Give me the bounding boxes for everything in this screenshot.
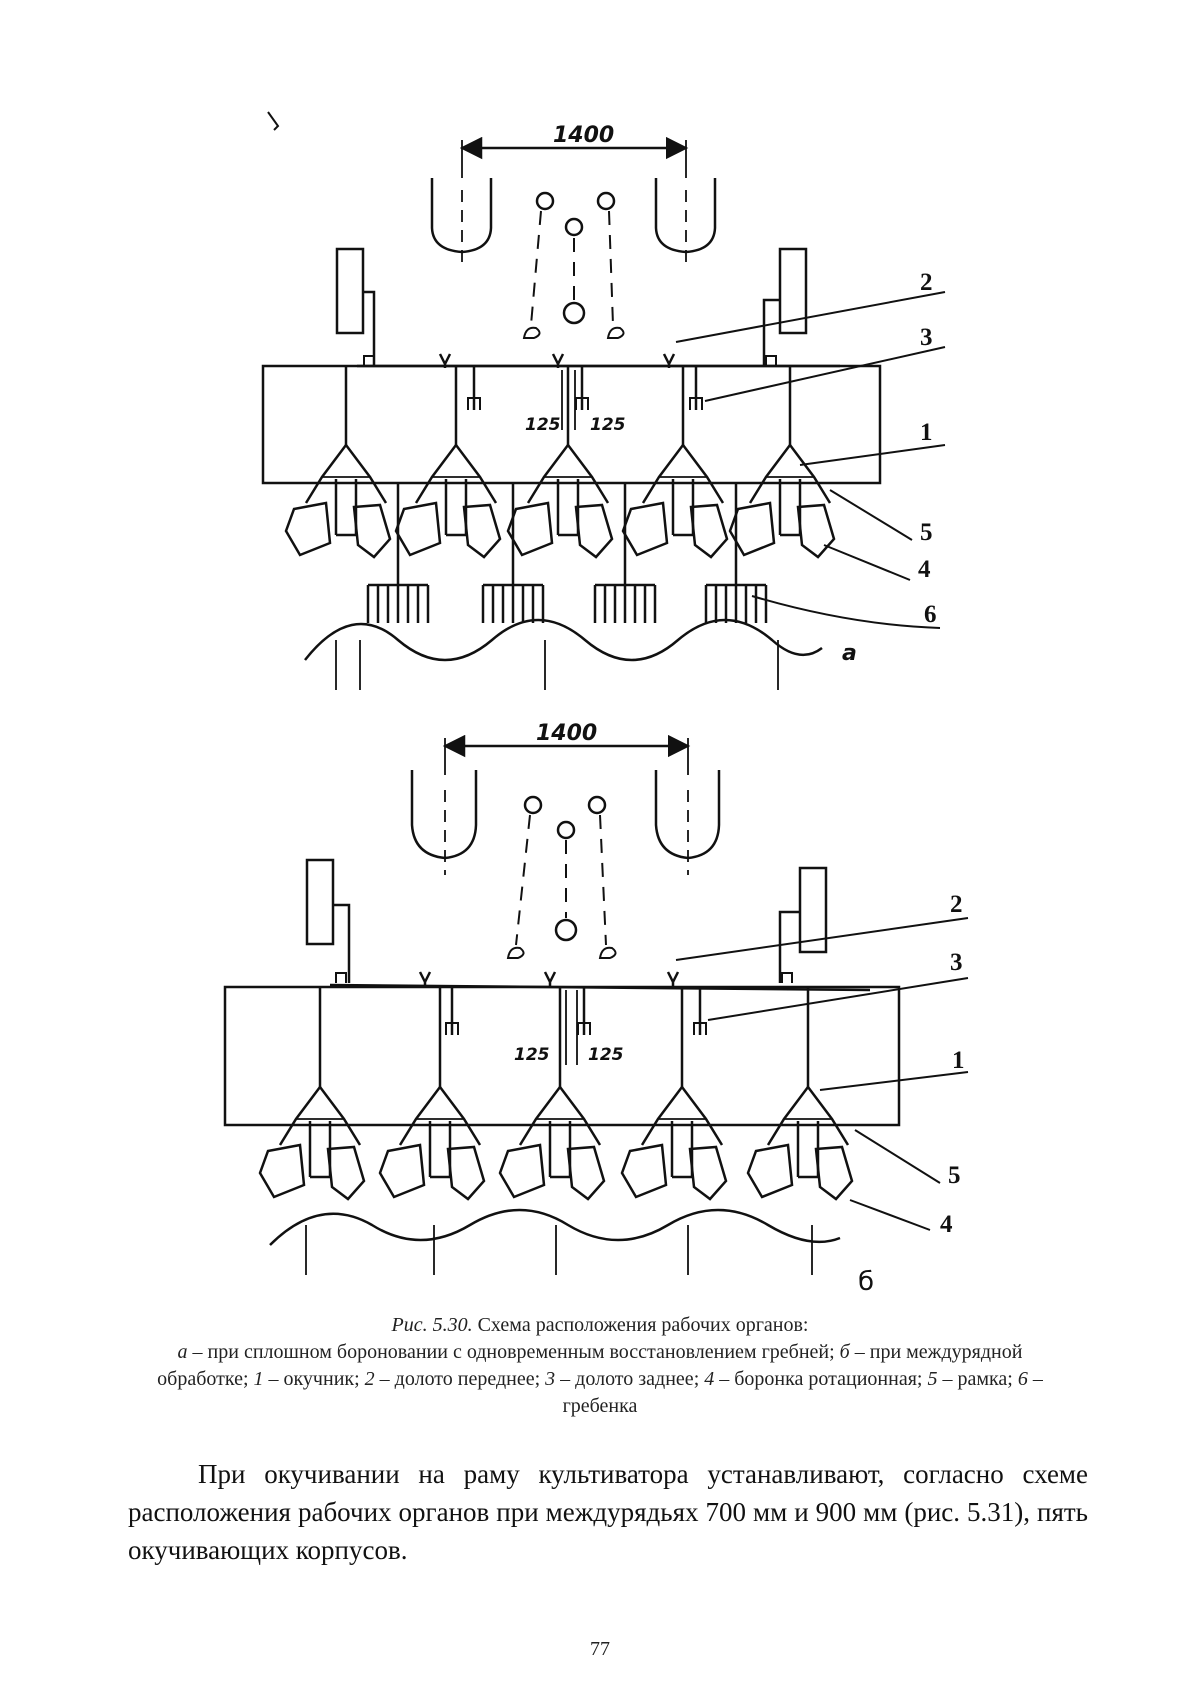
callout-a-2: 2	[920, 269, 933, 296]
legend-label-2: 2	[364, 1368, 375, 1390]
legend-label-3: 3	[545, 1368, 556, 1390]
callout-b-2: 2	[950, 891, 963, 918]
panel-label-a: а	[842, 641, 857, 666]
legend-text-2: долото переднее;	[394, 1368, 541, 1390]
hiller-body	[506, 366, 614, 559]
spacing-label-right-b: 125	[588, 1045, 624, 1065]
comb-harrow	[593, 483, 657, 623]
comb-harrow	[481, 483, 545, 623]
hiller-body	[394, 366, 502, 559]
body-text: При окучивании на раму культиватора уста…	[128, 1455, 1088, 1569]
callout-a-5: 5	[920, 519, 933, 546]
callout-b-1: 1	[952, 1047, 965, 1074]
legend-text-5: рамка;	[957, 1368, 1013, 1390]
caption-title-line: Рис. 5.30. Схема расположения рабочих ор…	[130, 1312, 1070, 1339]
hiller-body	[284, 366, 392, 559]
callout-b-3: 3	[950, 949, 963, 976]
callout-a-6: 6	[924, 601, 937, 628]
legend-label-6: 6	[1017, 1368, 1028, 1390]
spacing-label-right-a: 125	[590, 415, 626, 435]
hiller-body	[620, 988, 728, 1201]
hiller-body	[378, 988, 486, 1201]
panel-label-b: б	[858, 1267, 874, 1297]
legend-text-3: долото заднее;	[575, 1368, 700, 1390]
legend-text-a: при сплошном бороновании с одновременным…	[207, 1341, 835, 1363]
legend-text-4: боронка ротационная;	[734, 1368, 923, 1390]
hiller-body	[498, 988, 606, 1201]
dimension-label-a: 1400	[553, 123, 614, 148]
callout-b-4: 4	[940, 1211, 953, 1238]
spacing-label-left-a: 125	[525, 415, 561, 435]
legend-label-a: а	[177, 1341, 188, 1363]
hiller-body	[746, 988, 854, 1201]
dimension-label-b: 1400	[536, 721, 597, 746]
body-paragraph: При окучивании на раму культиватора уста…	[128, 1459, 1088, 1565]
legend-text-b: при междурядной обработке;	[157, 1341, 1023, 1390]
comb-harrow	[366, 483, 430, 623]
legend-label-1: 1	[253, 1368, 264, 1390]
figure-5-30: 1400 125 125 2 3 1 5 4 6 а	[223, 111, 969, 1297]
figure-caption: Рис. 5.30. Схема расположения рабочих ор…	[130, 1312, 1070, 1420]
callout-a-1: 1	[920, 419, 933, 446]
legend-label-b: б	[839, 1341, 850, 1363]
hiller-body	[621, 366, 729, 559]
callout-a-4: 4	[918, 556, 931, 583]
callout-a-3: 3	[920, 324, 933, 351]
legend-text-1: окучник;	[283, 1368, 360, 1390]
hiller-body	[728, 366, 836, 559]
hiller-body	[258, 988, 366, 1201]
callout-b-5: 5	[948, 1162, 961, 1189]
legend-label-5: 5	[927, 1368, 938, 1390]
spacing-label-left-b: 125	[514, 1045, 550, 1065]
legend-label-4: 4	[704, 1368, 715, 1390]
caption-legend: а – при сплошном бороновании с одновреме…	[157, 1341, 1043, 1417]
figure-number: Рис. 5.30.	[391, 1314, 473, 1336]
figure-title: Схема расположения рабочих органов:	[477, 1314, 809, 1336]
page-number: 77	[590, 1638, 610, 1660]
panel-b-diagram	[223, 734, 969, 1275]
legend-text-6: гребенка	[562, 1395, 638, 1417]
panel-a-diagram	[261, 111, 946, 690]
comb-harrow	[704, 483, 768, 623]
